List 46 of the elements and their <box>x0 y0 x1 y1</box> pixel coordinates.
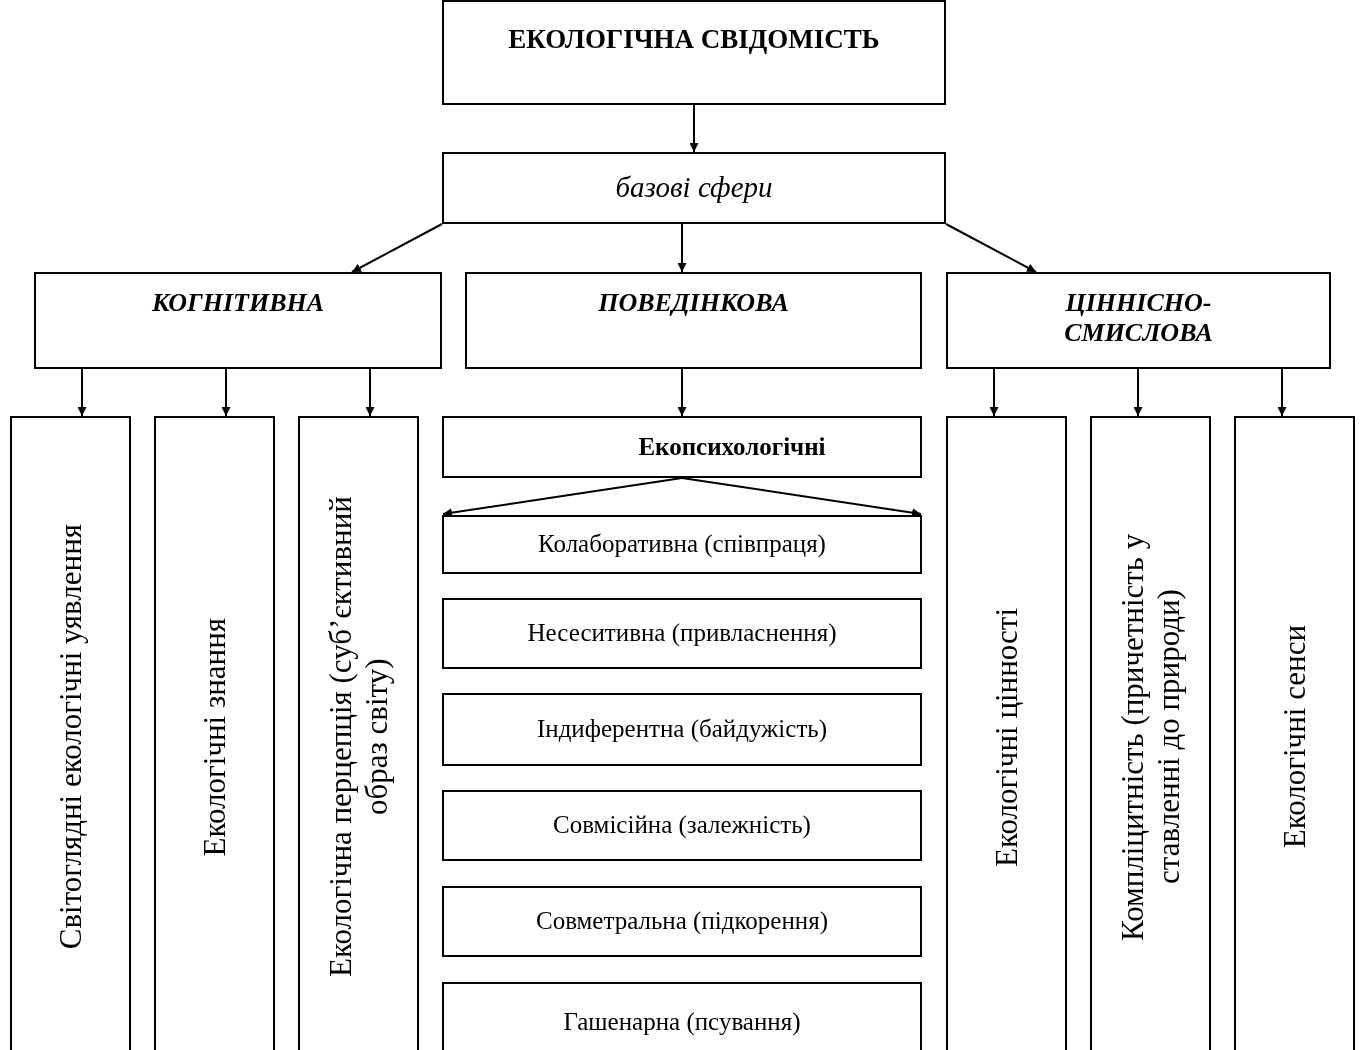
type-box <box>442 515 922 574</box>
arrow <box>351 223 443 273</box>
arrow <box>221 368 231 417</box>
arrow <box>677 223 687 273</box>
arrow <box>442 477 683 518</box>
type-label: Совметральна (підкорення) <box>535 907 828 936</box>
component-label: Світоглядні екологічні уявлення <box>52 524 89 950</box>
type-label: Колаборативна (співпраця) <box>538 530 826 559</box>
component-box <box>946 416 1067 1050</box>
component-box <box>1234 416 1355 1050</box>
type-label: Індиферентна (байдужість) <box>536 715 828 744</box>
arrow <box>945 223 1037 273</box>
component-label: Компліцитність (причетність у ставленні до природи) <box>1114 532 1187 943</box>
type-box <box>442 598 922 669</box>
group-header-label: Екопсихологічні <box>637 432 826 462</box>
arrow <box>677 368 687 417</box>
arrow <box>989 368 999 417</box>
sphere-label: ПОВЕДІНКОВА <box>598 288 789 318</box>
title-text: ЕКОЛОГІЧНА СВІДОМІСТЬ <box>508 24 880 56</box>
category-box <box>442 152 946 224</box>
title-box <box>442 0 946 105</box>
arrow <box>1277 368 1287 417</box>
type-box <box>442 790 922 861</box>
component-label: Екологічна перцепція (суб’єктивний образ світу) <box>322 495 395 980</box>
component-box <box>298 416 419 1050</box>
component-label: Екологічні цінності <box>988 607 1025 867</box>
component-box <box>154 416 275 1050</box>
arrow <box>689 104 699 153</box>
component-label: Екологічні сенси <box>1276 625 1313 849</box>
sphere-label: ЦІННІСНО-СМИСЛОВА <box>1063 288 1214 348</box>
arrow <box>77 368 87 417</box>
type-label: Гашенарна (псування) <box>563 1007 801 1037</box>
type-box <box>442 886 922 957</box>
arrow <box>365 368 375 417</box>
arrow <box>681 477 922 518</box>
sphere-label: КОГНІТИВНА <box>151 288 325 318</box>
group-header-box <box>442 416 922 478</box>
component-label: Екологічні знання <box>196 617 233 857</box>
component-box <box>10 416 131 1050</box>
type-box <box>442 982 922 1050</box>
arrow <box>1133 368 1143 417</box>
type-box <box>442 693 922 766</box>
type-label: Совмісійна (залежність) <box>553 811 811 840</box>
type-label: Несеситивна (привласнення) <box>527 619 837 648</box>
component-box <box>1090 416 1211 1050</box>
category-label: базові сфери <box>615 171 773 205</box>
